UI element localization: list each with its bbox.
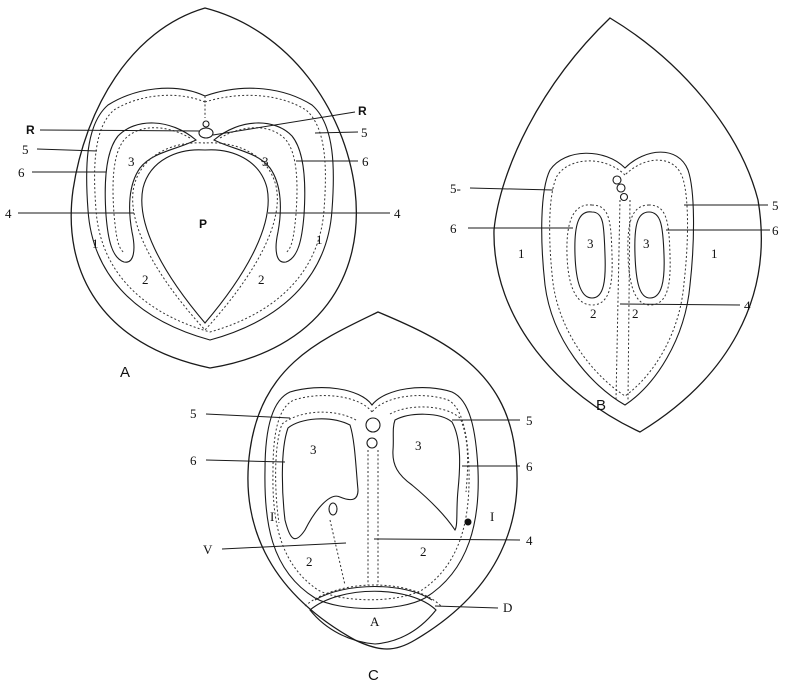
figure-c: 5 5 6 6 3 3 2 2 I I V 4 A D C	[190, 312, 533, 684]
figure-c-label-2-right: 2	[420, 544, 427, 559]
figure-b-left-coelom	[575, 212, 605, 298]
figure-a-outer-outline	[71, 8, 356, 368]
figure-a-label-6-right: 6	[362, 154, 369, 169]
figure-a-label-r-left: R	[26, 123, 35, 137]
figure-b-caption: B	[596, 397, 606, 414]
figure-a-label-3-left: 3	[128, 154, 135, 169]
figure-c-label-6-right: 6	[526, 459, 533, 474]
figure-a-p-cavity	[142, 150, 268, 323]
figure-c-label-d: D	[503, 600, 512, 615]
figure-a-label-3-right: 3	[262, 154, 269, 169]
figure-b-label-4: 4	[744, 298, 751, 313]
figure-a-caption: A	[120, 364, 130, 381]
figure-b-label-2-left: 2	[590, 306, 597, 321]
figure-a-label-5-right: 5	[361, 125, 368, 140]
figure-a: R R 5 5 6 6 4 4 3 3 2 2 1 1 P A	[5, 8, 401, 381]
figure-a-label-1-left: 1	[92, 236, 99, 251]
figure-b: 5- 5 6 6 3 3 2 2 1 1 4 B	[450, 18, 779, 432]
figure-c-label-1-right: I	[490, 509, 494, 524]
figure-b-label-5-left: 5-	[450, 181, 461, 196]
figure-a-label-p: P	[199, 217, 207, 231]
figure-c-label-3-left: 3	[310, 442, 317, 457]
figure-a-label-6-left: 6	[18, 165, 25, 180]
figure-c-label-a: A	[370, 614, 380, 629]
figure-c-label-3-right: 3	[415, 438, 422, 453]
figure-b-label-5-right: 5	[772, 198, 779, 213]
figure-a-label-r-right: R	[358, 104, 367, 118]
figure-b-label-3-right: 3	[643, 236, 650, 251]
figure-c-label-1-left: I	[270, 509, 274, 524]
figure-b-label-1-left: 1	[518, 246, 525, 261]
figure-b-label-6-right: 6	[772, 223, 779, 238]
figure-b-label-6-left: 6	[450, 221, 457, 236]
figure-a-label-2-left: 2	[142, 272, 149, 287]
figure-c-caption: C	[368, 667, 379, 684]
figure-a-label-2-right: 2	[258, 272, 265, 287]
figure-b-outer-outline	[494, 18, 761, 432]
figure-c-label-5-right: 5	[526, 413, 533, 428]
figure-c-label-6-left: 6	[190, 453, 197, 468]
figure-b-right-coelom	[635, 212, 664, 298]
figure-c-cavity-wall	[265, 388, 478, 609]
figure-b-label-2-right: 2	[632, 306, 639, 321]
figure-a-vessel-center	[199, 128, 213, 138]
figure-b-label-1-right: 1	[711, 246, 718, 261]
figure-c-label-2-left: 2	[306, 554, 313, 569]
figure-b-label-3-left: 3	[587, 236, 594, 251]
figure-c-label-4: 4	[526, 533, 533, 548]
figure-a-label-5-left: 5	[22, 142, 29, 157]
figure-c-left-coelom	[282, 419, 358, 539]
figure-a-label-4-right: 4	[394, 206, 401, 221]
figure-c-outer-outline	[248, 312, 517, 649]
figure-c-label-5-left: 5	[190, 406, 197, 421]
figure-a-label-1-right: 1	[316, 232, 323, 247]
figure-c-label-v: V	[203, 542, 213, 557]
figure-c-right-coelom	[393, 414, 460, 530]
figure-a-label-4-left: 4	[5, 206, 12, 221]
